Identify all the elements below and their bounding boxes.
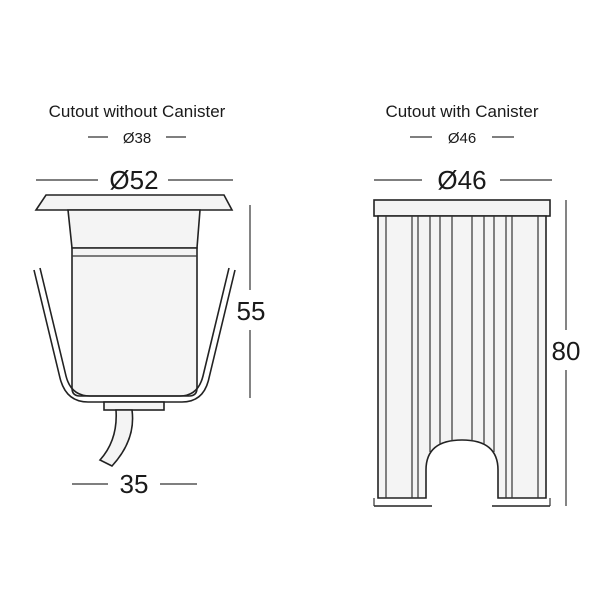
right-outer-diameter: Ø46 <box>437 165 486 195</box>
left-cutout-diameter: Ø38 <box>123 130 151 147</box>
right-title: Cutout with Canister <box>385 102 538 121</box>
left-bottom-width: 35 <box>120 469 149 499</box>
left-cable <box>98 409 134 467</box>
left-flange <box>34 194 234 211</box>
right-cutout-diameter: Ø46 <box>448 130 476 147</box>
left-height: 55 <box>237 296 266 326</box>
left-clip-inner <box>39 267 230 397</box>
left-neck <box>67 209 201 249</box>
left-title: Cutout without Canister <box>49 102 226 121</box>
left-cable-gland <box>103 401 165 411</box>
left-figure: Cutout without Canister Ø38 Ø52 55 35 <box>33 102 266 499</box>
canister-body <box>377 215 547 499</box>
canister-rim <box>373 199 551 217</box>
right-figure: Cutout with Canister Ø46 Ø46 <box>373 102 581 507</box>
left-outer-diameter: Ø52 <box>109 165 158 195</box>
left-body <box>71 247 198 397</box>
right-height: 80 <box>552 336 581 366</box>
